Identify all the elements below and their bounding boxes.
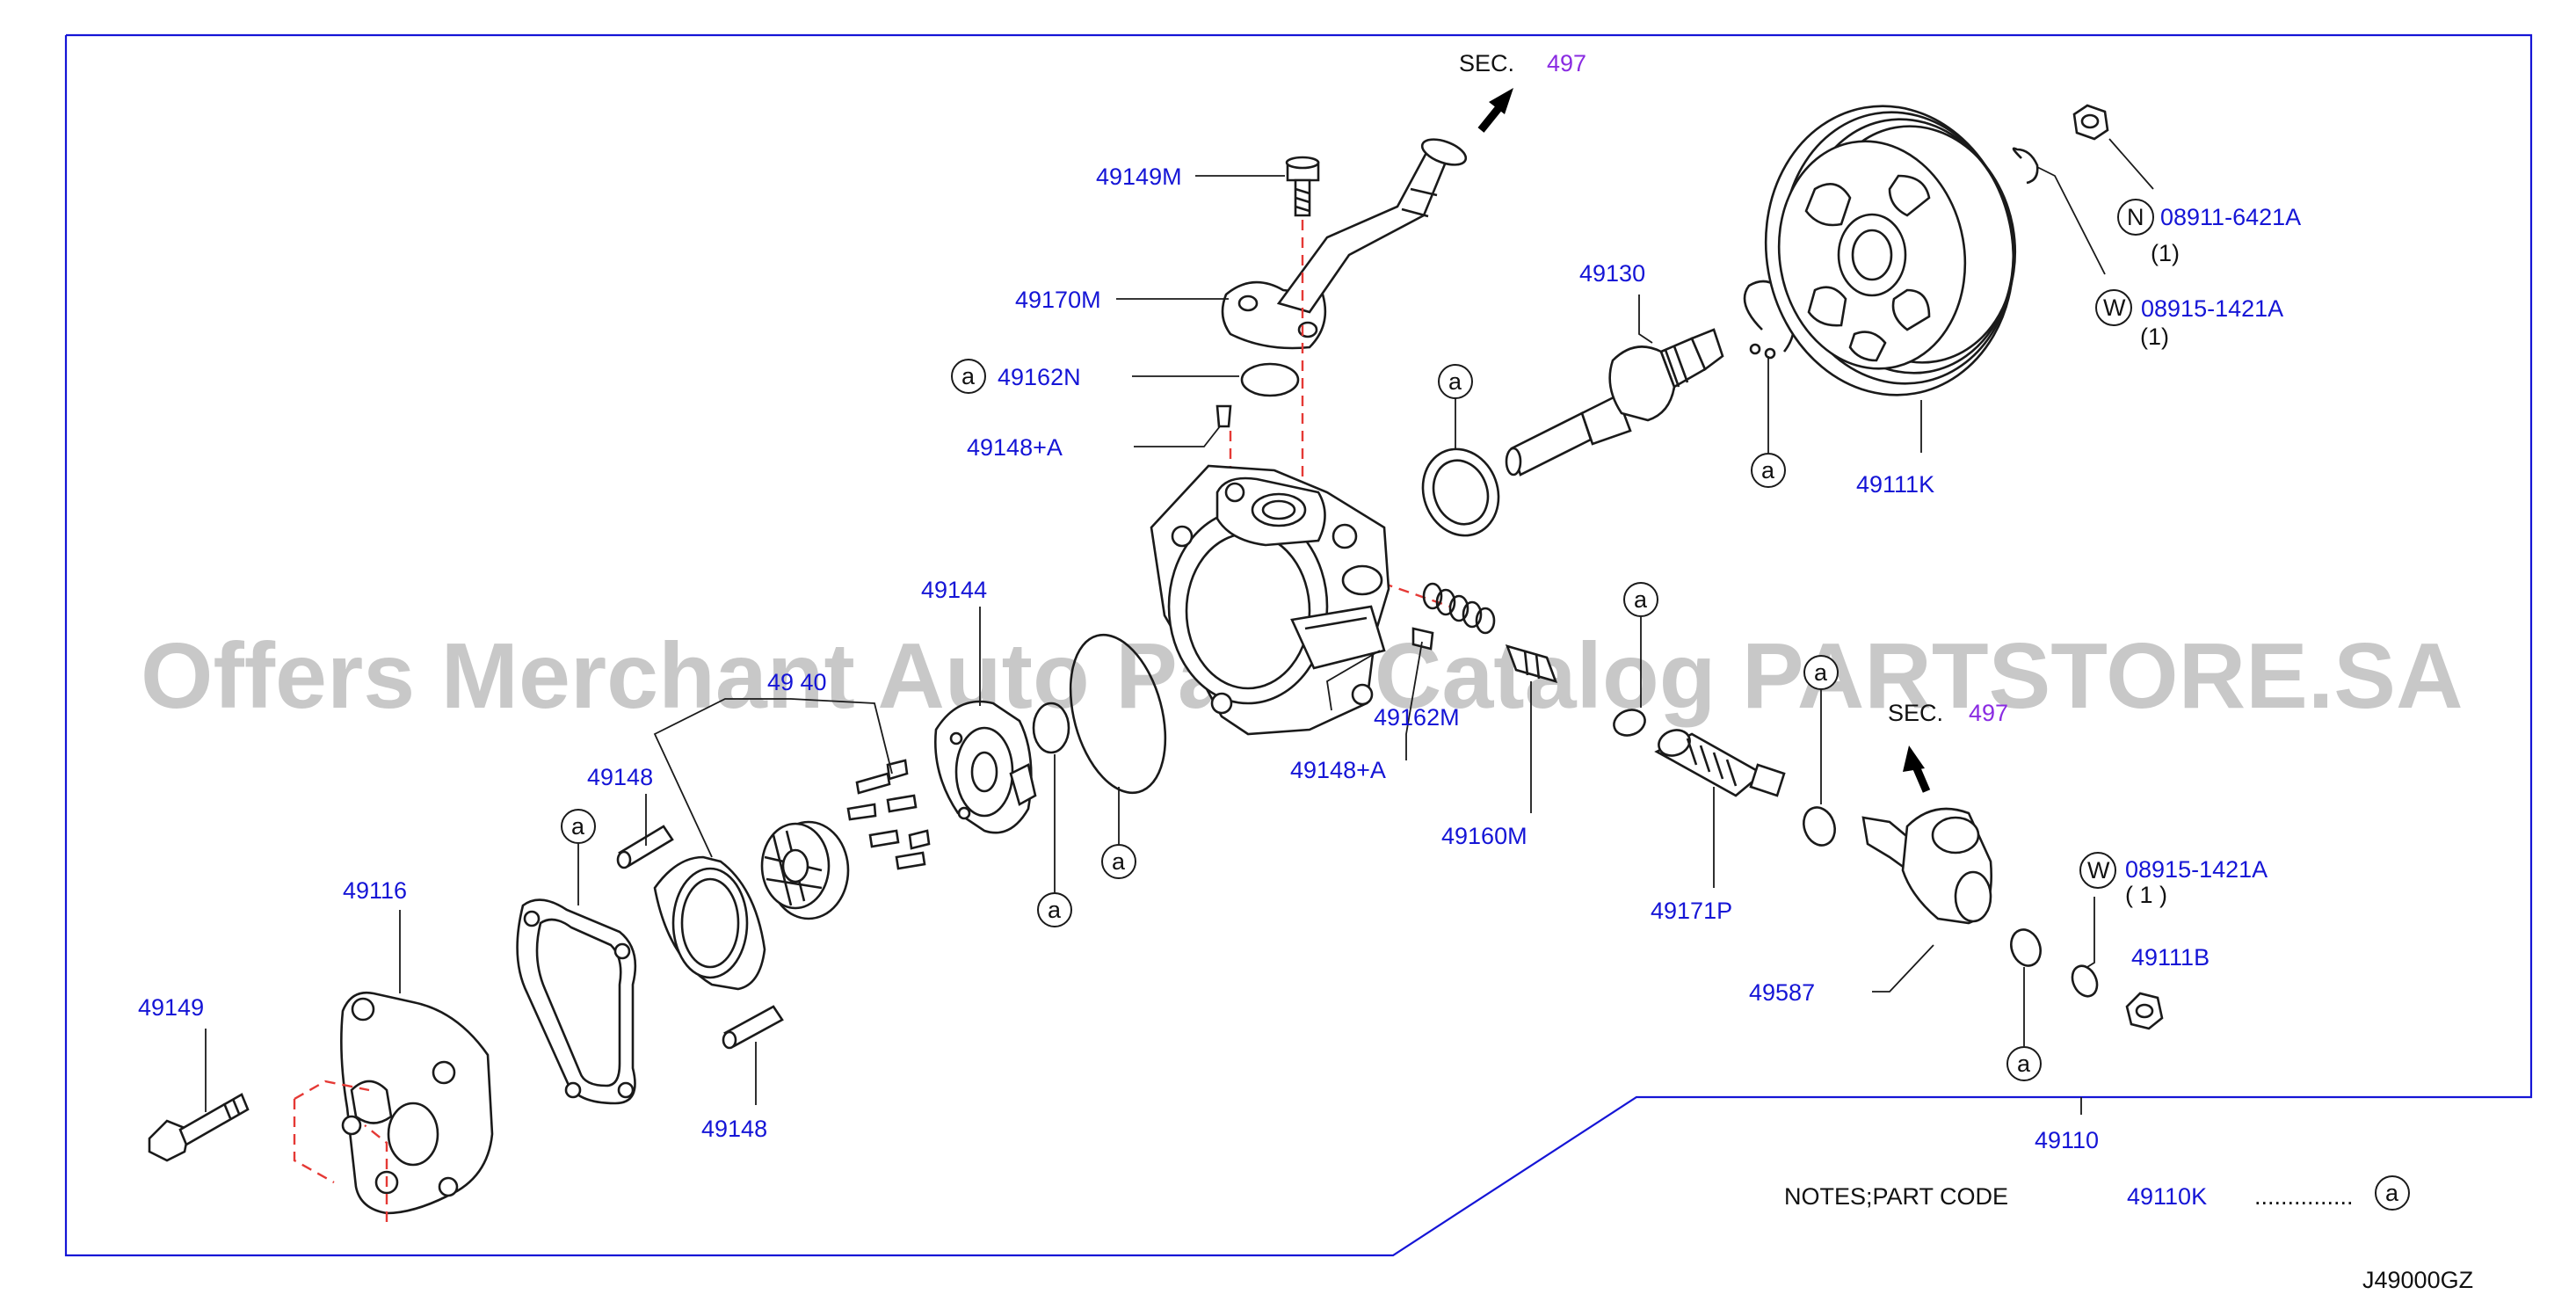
part-spring-drawing — [1422, 582, 1496, 635]
svg-text:W: W — [2103, 295, 2126, 321]
part-oil-seal-drawing — [1421, 447, 1500, 537]
callout-a-49162N: a — [951, 359, 986, 394]
snap-ring-hole-icon — [1764, 347, 1776, 360]
label-49148-lower[interactable]: 49148 — [701, 1116, 767, 1142]
svg-text:a: a — [1634, 586, 1648, 613]
label-49162M[interactable]: 49162M — [1374, 704, 1460, 731]
part-shaft-drawing — [1505, 328, 1724, 476]
leader-lines — [205, 138, 2154, 1115]
part-oring-lower-drawing — [2010, 928, 2042, 967]
part-side-plate-drawing — [934, 700, 1037, 834]
part-union-49587-drawing — [1861, 807, 1992, 925]
part-connector-49171P-drawing — [1654, 729, 1786, 797]
svg-text:a: a — [2385, 1180, 2399, 1206]
part-valve-49160M-drawing — [1505, 644, 1558, 683]
label-08915-1421A-top[interactable]: 08915-1421A — [2141, 295, 2283, 322]
part-gasket-drawing — [516, 898, 637, 1105]
callout-W-right-marker: W — [2079, 852, 2116, 889]
svg-text:N: N — [2127, 204, 2144, 230]
label-08911-6421A[interactable]: 08911-6421A — [2160, 204, 2301, 230]
label-49144[interactable]: 49144 — [921, 577, 987, 603]
label-49148A-top[interactable]: 49148+A — [967, 434, 1063, 461]
snap-ring-hole-icon — [1749, 343, 1761, 355]
label-49110[interactable]: 49110 — [2035, 1127, 2099, 1153]
part-plug-top-drawing — [1215, 404, 1232, 428]
sec-right-prefix: SEC. — [1888, 700, 1943, 726]
svg-text:W: W — [2087, 857, 2110, 884]
part-rear-cover-drawing — [340, 991, 494, 1215]
part-pin-upper-drawing — [616, 825, 674, 869]
notes-part-code[interactable]: 49110K — [2127, 1183, 2207, 1210]
part-oring-49162N-drawing — [1240, 362, 1300, 397]
svg-text:a: a — [1048, 897, 1062, 923]
callout-a-connector-oring: a — [1623, 582, 1658, 617]
axis-lines-rear-cover — [293, 1080, 388, 1222]
callout-a-oring-small: a — [1037, 892, 1072, 927]
sec-top-arrow-icon — [1477, 88, 1513, 133]
sec-top-link[interactable]: 497 — [1547, 50, 1586, 76]
callout-W-top-marker: W — [2095, 289, 2132, 326]
part-rotor-drawing — [760, 820, 850, 920]
part-oring-union-drawing — [1803, 806, 1836, 847]
part-nut-right-drawing — [2125, 992, 2164, 1030]
label-49149M[interactable]: 49149M — [1096, 164, 1182, 190]
callout-a-lower-oring: a — [2006, 1046, 2042, 1081]
label-08915-top-qty: (1) — [2140, 324, 2169, 350]
diagram-code: J49000GZ — [2362, 1267, 2473, 1293]
label-49148A-mid[interactable]: 49148+A — [1290, 757, 1386, 783]
part-washer-right-drawing — [2071, 964, 2099, 998]
part-vanes-drawing — [846, 759, 931, 870]
callout-a-seal: a — [1438, 364, 1473, 399]
sec-right-link[interactable]: 497 — [1969, 700, 2008, 726]
svg-text:a: a — [1448, 368, 1462, 395]
part-cam-ring-drawing — [653, 855, 766, 991]
label-49130[interactable]: 49130 — [1579, 260, 1645, 287]
svg-text:a: a — [961, 363, 976, 389]
label-49140[interactable]: 49 40 — [767, 669, 827, 695]
label-49587[interactable]: 49587 — [1749, 979, 1815, 1006]
callout-a-snap-ring: a — [1751, 453, 1786, 488]
part-plug-mid-drawing — [1411, 627, 1434, 651]
svg-text:a: a — [571, 813, 585, 840]
part-lock-washer-drawing — [2012, 147, 2039, 185]
part-bolt-49149-drawing — [148, 1093, 250, 1162]
label-49148-upper[interactable]: 49148 — [587, 764, 653, 790]
sec-right-arrow-icon — [1903, 745, 1931, 793]
label-08915-right-qty: ( 1 ) — [2125, 882, 2167, 908]
svg-text:a: a — [2017, 1051, 2031, 1077]
part-bolt-49149M-drawing — [1285, 156, 1320, 217]
part-oring-connector-drawing — [1613, 709, 1646, 737]
callout-a-union-oring: a — [1803, 655, 1839, 690]
part-oring-small-drawing — [1032, 702, 1070, 754]
callout-a-gasket: a — [561, 809, 596, 844]
part-pulley-drawing — [1764, 105, 2017, 396]
diagram-frame — [64, 33, 2533, 1257]
label-49162N[interactable]: 49162N — [998, 364, 1081, 390]
label-49149[interactable]: 49149 — [138, 994, 204, 1021]
svg-text:a: a — [1814, 659, 1828, 686]
sec-top-prefix: SEC. — [1459, 50, 1514, 76]
svg-text:a: a — [1112, 848, 1126, 875]
label-08915-1421A-right[interactable]: 08915-1421A — [2125, 856, 2268, 883]
label-49171P[interactable]: 49171P — [1651, 898, 1732, 924]
notes-label: NOTES;PART CODE — [1784, 1183, 2008, 1210]
svg-text:a: a — [1761, 457, 1775, 484]
label-49116[interactable]: 49116 — [343, 877, 407, 904]
label-49170M[interactable]: 49170M — [1015, 287, 1101, 313]
part-return-pipe-drawing — [1221, 138, 1468, 350]
part-pump-body-drawing — [1150, 464, 1390, 736]
part-nut-top-drawing — [2072, 104, 2109, 141]
label-08911-qty: (1) — [2151, 240, 2180, 266]
notes-dots: ............... — [2254, 1183, 2354, 1210]
label-49111K[interactable]: 49111K — [1856, 471, 1934, 498]
part-pin-lower-drawing — [722, 1005, 784, 1050]
callout-a-notes: a — [2375, 1175, 2410, 1211]
label-49160M[interactable]: 49160M — [1441, 823, 1527, 849]
callout-N-marker: N — [2117, 199, 2154, 236]
label-49111B[interactable]: 49111B — [2131, 944, 2210, 971]
callout-a-oring-large: a — [1101, 844, 1136, 879]
part-oring-large-drawing — [1069, 633, 1167, 795]
